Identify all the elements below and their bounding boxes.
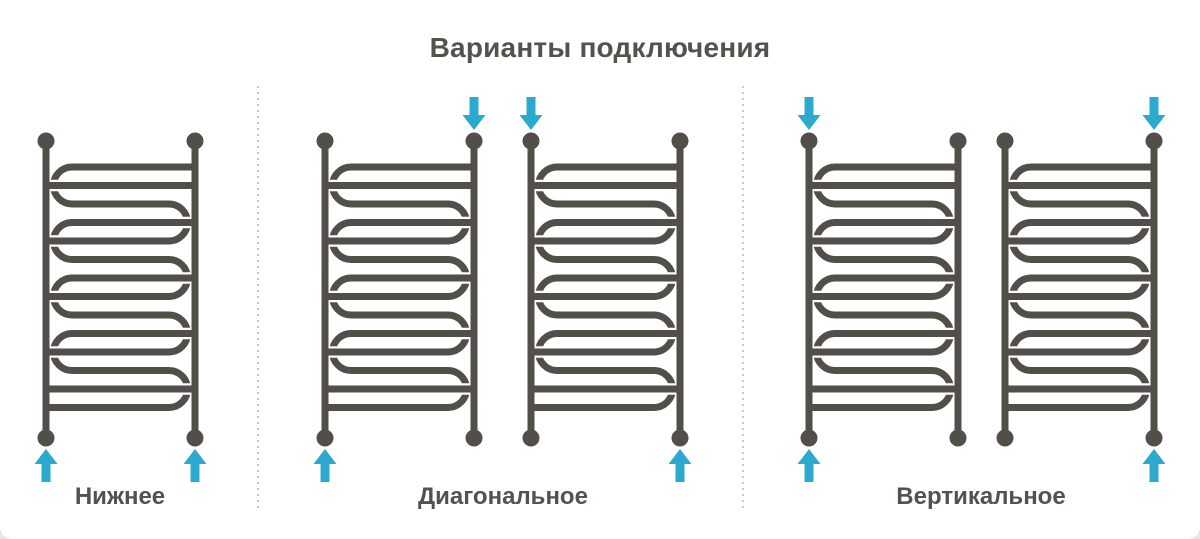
radiator [313,97,486,482]
coil-serpentine [1005,219,1154,300]
side-rail [1001,141,1158,438]
page-title: Варианты подключения [429,32,771,63]
rung [809,182,958,393]
flow-arrow-down-icon [797,97,821,130]
group-divider [257,86,259,508]
coil-serpentine [531,219,680,300]
coil-serpentine [809,219,958,300]
side-rail [805,141,962,438]
coil-serpentine [1005,330,1154,411]
group-label-vertical: Вертикальное [896,483,1066,510]
flow-arrow-up-icon [183,449,207,482]
coil-serpentine [325,219,474,300]
rung [1005,182,1154,393]
group-divider [742,86,744,508]
radiator [34,132,207,482]
coil-serpentine [531,163,680,245]
coil-serpentine [46,163,195,245]
rail-cap [37,132,55,150]
coil-serpentine [46,274,195,356]
coil-serpentine [1005,163,1154,245]
rail-cap [671,429,689,447]
rail-cap [949,429,967,447]
coil-serpentine [325,274,474,356]
rail-cap [996,132,1014,150]
rail-cap [1145,429,1163,447]
flow-arrow-up-icon [313,449,337,482]
rung [46,182,195,393]
coil-serpentine [809,163,958,245]
flow-arrow-up-icon [797,449,821,482]
coil-serpentine [46,219,195,300]
flow-arrow-up-icon [34,449,58,482]
rail-cap [37,429,55,447]
flow-arrow-down-icon [462,97,486,130]
rail-cap [465,132,483,150]
coil-serpentine [1005,274,1154,356]
side-rail [42,141,199,438]
rail-cap [996,429,1014,447]
rail-cap [1145,132,1163,150]
group-label-bottom: Нижнее [74,483,166,510]
radiator [797,97,967,482]
flow-arrow-up-icon [668,449,692,482]
coil-serpentine [809,274,958,356]
rail-cap [522,429,540,447]
rail-cap [186,429,204,447]
coil-serpentine [325,163,474,245]
rail-cap [465,429,483,447]
flow-arrow-down-icon [1142,97,1166,130]
rung [325,182,474,393]
rail-cap [522,132,540,150]
coil-serpentine [531,330,680,411]
rail-cap [949,132,967,150]
rail-cap [800,132,818,150]
rail-cap [316,429,334,447]
coil-serpentine [531,274,680,356]
rung [531,182,680,393]
flow-arrow-down-icon [519,97,543,130]
flow-arrow-up-icon [1142,449,1166,482]
rail-cap [316,132,334,150]
side-rail [321,141,478,438]
rail-cap [800,429,818,447]
radiator [519,97,692,482]
rail-cap [671,132,689,150]
radiator [996,97,1166,482]
coil-serpentine [325,330,474,411]
group-label-diagonal: Диагональное [418,483,588,510]
side-rail [527,141,684,438]
rail-cap [186,132,204,150]
coil-serpentine [46,330,195,411]
coil-serpentine [809,330,958,411]
